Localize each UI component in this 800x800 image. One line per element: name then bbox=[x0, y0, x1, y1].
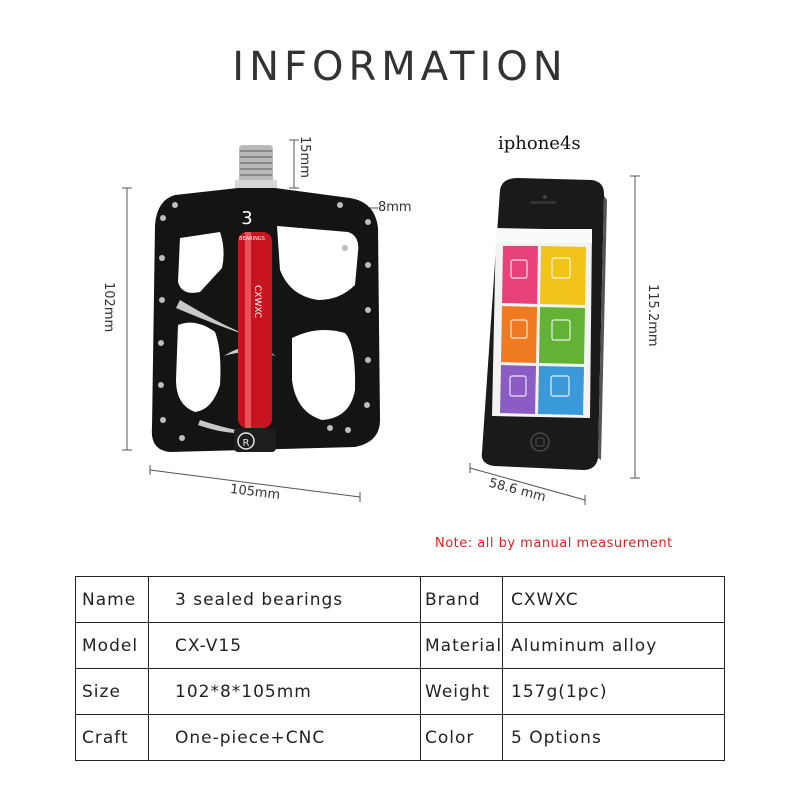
measurement-note: Note: all by manual measurement bbox=[435, 536, 673, 551]
spec-label-material: Material bbox=[420, 622, 503, 669]
phone-image bbox=[481, 178, 607, 470]
pedal-height-label: 102mm bbox=[101, 282, 116, 333]
pedal-logo-text: BEARINGS bbox=[239, 236, 265, 242]
spec-label-size: Size bbox=[75, 668, 149, 715]
pedal-image: R 3 BEARINGS CXWXC bbox=[151, 145, 380, 452]
spec-value-material: Aluminum alloy bbox=[502, 622, 725, 669]
spec-label-brand: Brand bbox=[420, 576, 503, 623]
spindle-length-label: 15mm bbox=[297, 136, 312, 178]
axle-brand-text: CXWXC bbox=[252, 285, 262, 318]
table-row: Name 3 sealed bearings Brand CXWXC bbox=[75, 576, 725, 623]
spec-value-weight: 157g(1pc) bbox=[502, 668, 725, 715]
pedal-badge: R bbox=[243, 438, 250, 449]
phone-height-label: 115.2mm bbox=[645, 284, 660, 347]
spec-label-name: Name bbox=[75, 576, 149, 623]
pedal-thickness-label: 8mm bbox=[378, 200, 412, 215]
spec-value-size: 102*8*105mm bbox=[148, 668, 421, 715]
spec-table: Name 3 sealed bearings Brand CXWXC Model… bbox=[75, 576, 725, 761]
spec-label-craft: Craft bbox=[75, 714, 149, 761]
spec-label-weight: Weight bbox=[420, 668, 503, 715]
table-row: Model CX-V15 Material Aluminum alloy bbox=[75, 622, 725, 669]
pedal-logo-number: 3 bbox=[241, 208, 252, 229]
table-row: Size 102*8*105mm Weight 157g(1pc) bbox=[75, 668, 725, 715]
table-row: Craft One-piece+CNC Color 5 Options bbox=[75, 714, 725, 761]
spec-value-name: 3 sealed bearings bbox=[148, 576, 421, 623]
spec-value-brand: CXWXC bbox=[502, 576, 725, 623]
spec-value-craft: One-piece+CNC bbox=[148, 714, 421, 761]
spec-value-model: CX-V15 bbox=[148, 622, 421, 669]
spec-label-model: Model bbox=[75, 622, 149, 669]
phone-dimension-lines bbox=[469, 175, 640, 505]
page-title: INFORMATION bbox=[232, 44, 568, 90]
spec-value-color: 5 Options bbox=[502, 714, 725, 761]
phone-label: iphone4s bbox=[498, 133, 581, 154]
spec-label-color: Color bbox=[420, 714, 503, 761]
